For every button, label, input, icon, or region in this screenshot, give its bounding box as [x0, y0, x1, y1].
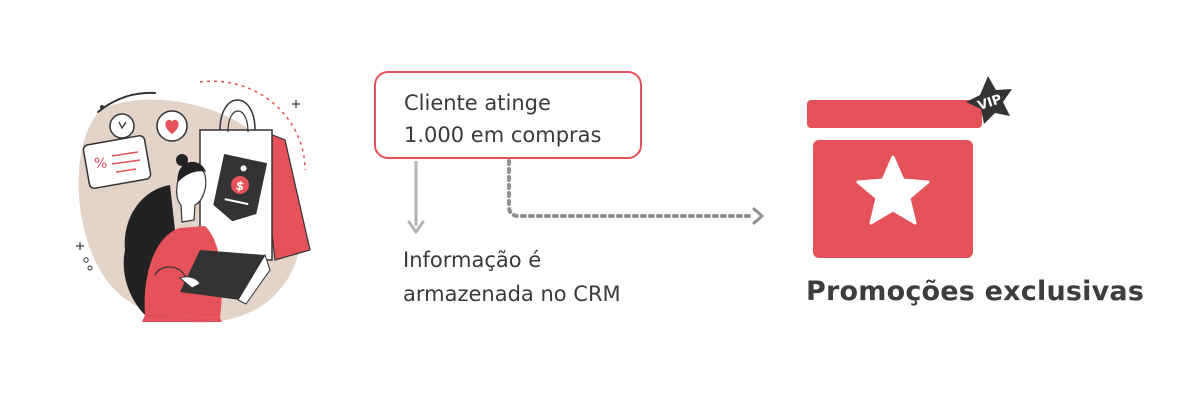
tablet-icon	[180, 250, 271, 305]
down-arrow	[407, 161, 425, 234]
svg-text:$: $	[234, 178, 245, 193]
shopping-woman-illustration: % $	[76, 80, 311, 323]
storage-line-1: Informação é	[403, 248, 542, 272]
event-box-line-1: Cliente atinge	[404, 91, 551, 115]
storage-line-2: armazenada no CRM	[403, 282, 621, 306]
discount-card-icon: %	[82, 134, 152, 190]
woman-arm	[154, 266, 196, 289]
promo-card-top-strip	[807, 100, 982, 128]
dotted-right-arrow	[507, 159, 764, 225]
vip-badge-icon: VIP	[966, 76, 1012, 124]
sparkle-icon	[76, 242, 84, 250]
vip-badge-label: VIP	[976, 92, 1004, 114]
star-icon	[856, 155, 930, 225]
promo-title: Promoções exclusivas	[806, 276, 1145, 307]
woman-hand	[179, 276, 201, 289]
price-tag-icon: $	[213, 154, 268, 222]
event-box-line-2: 1.000 em compras	[404, 123, 602, 147]
event-box: Cliente atinge 1.000 em compras	[374, 71, 642, 159]
heart-icon	[156, 110, 188, 142]
svg-text:%: %	[94, 156, 107, 172]
promo-card: VIP	[807, 76, 1012, 258]
storage-caption: Informação é armazenada no CRM	[403, 243, 621, 311]
sparkle-icon	[292, 100, 300, 108]
clock-icon	[109, 113, 135, 139]
